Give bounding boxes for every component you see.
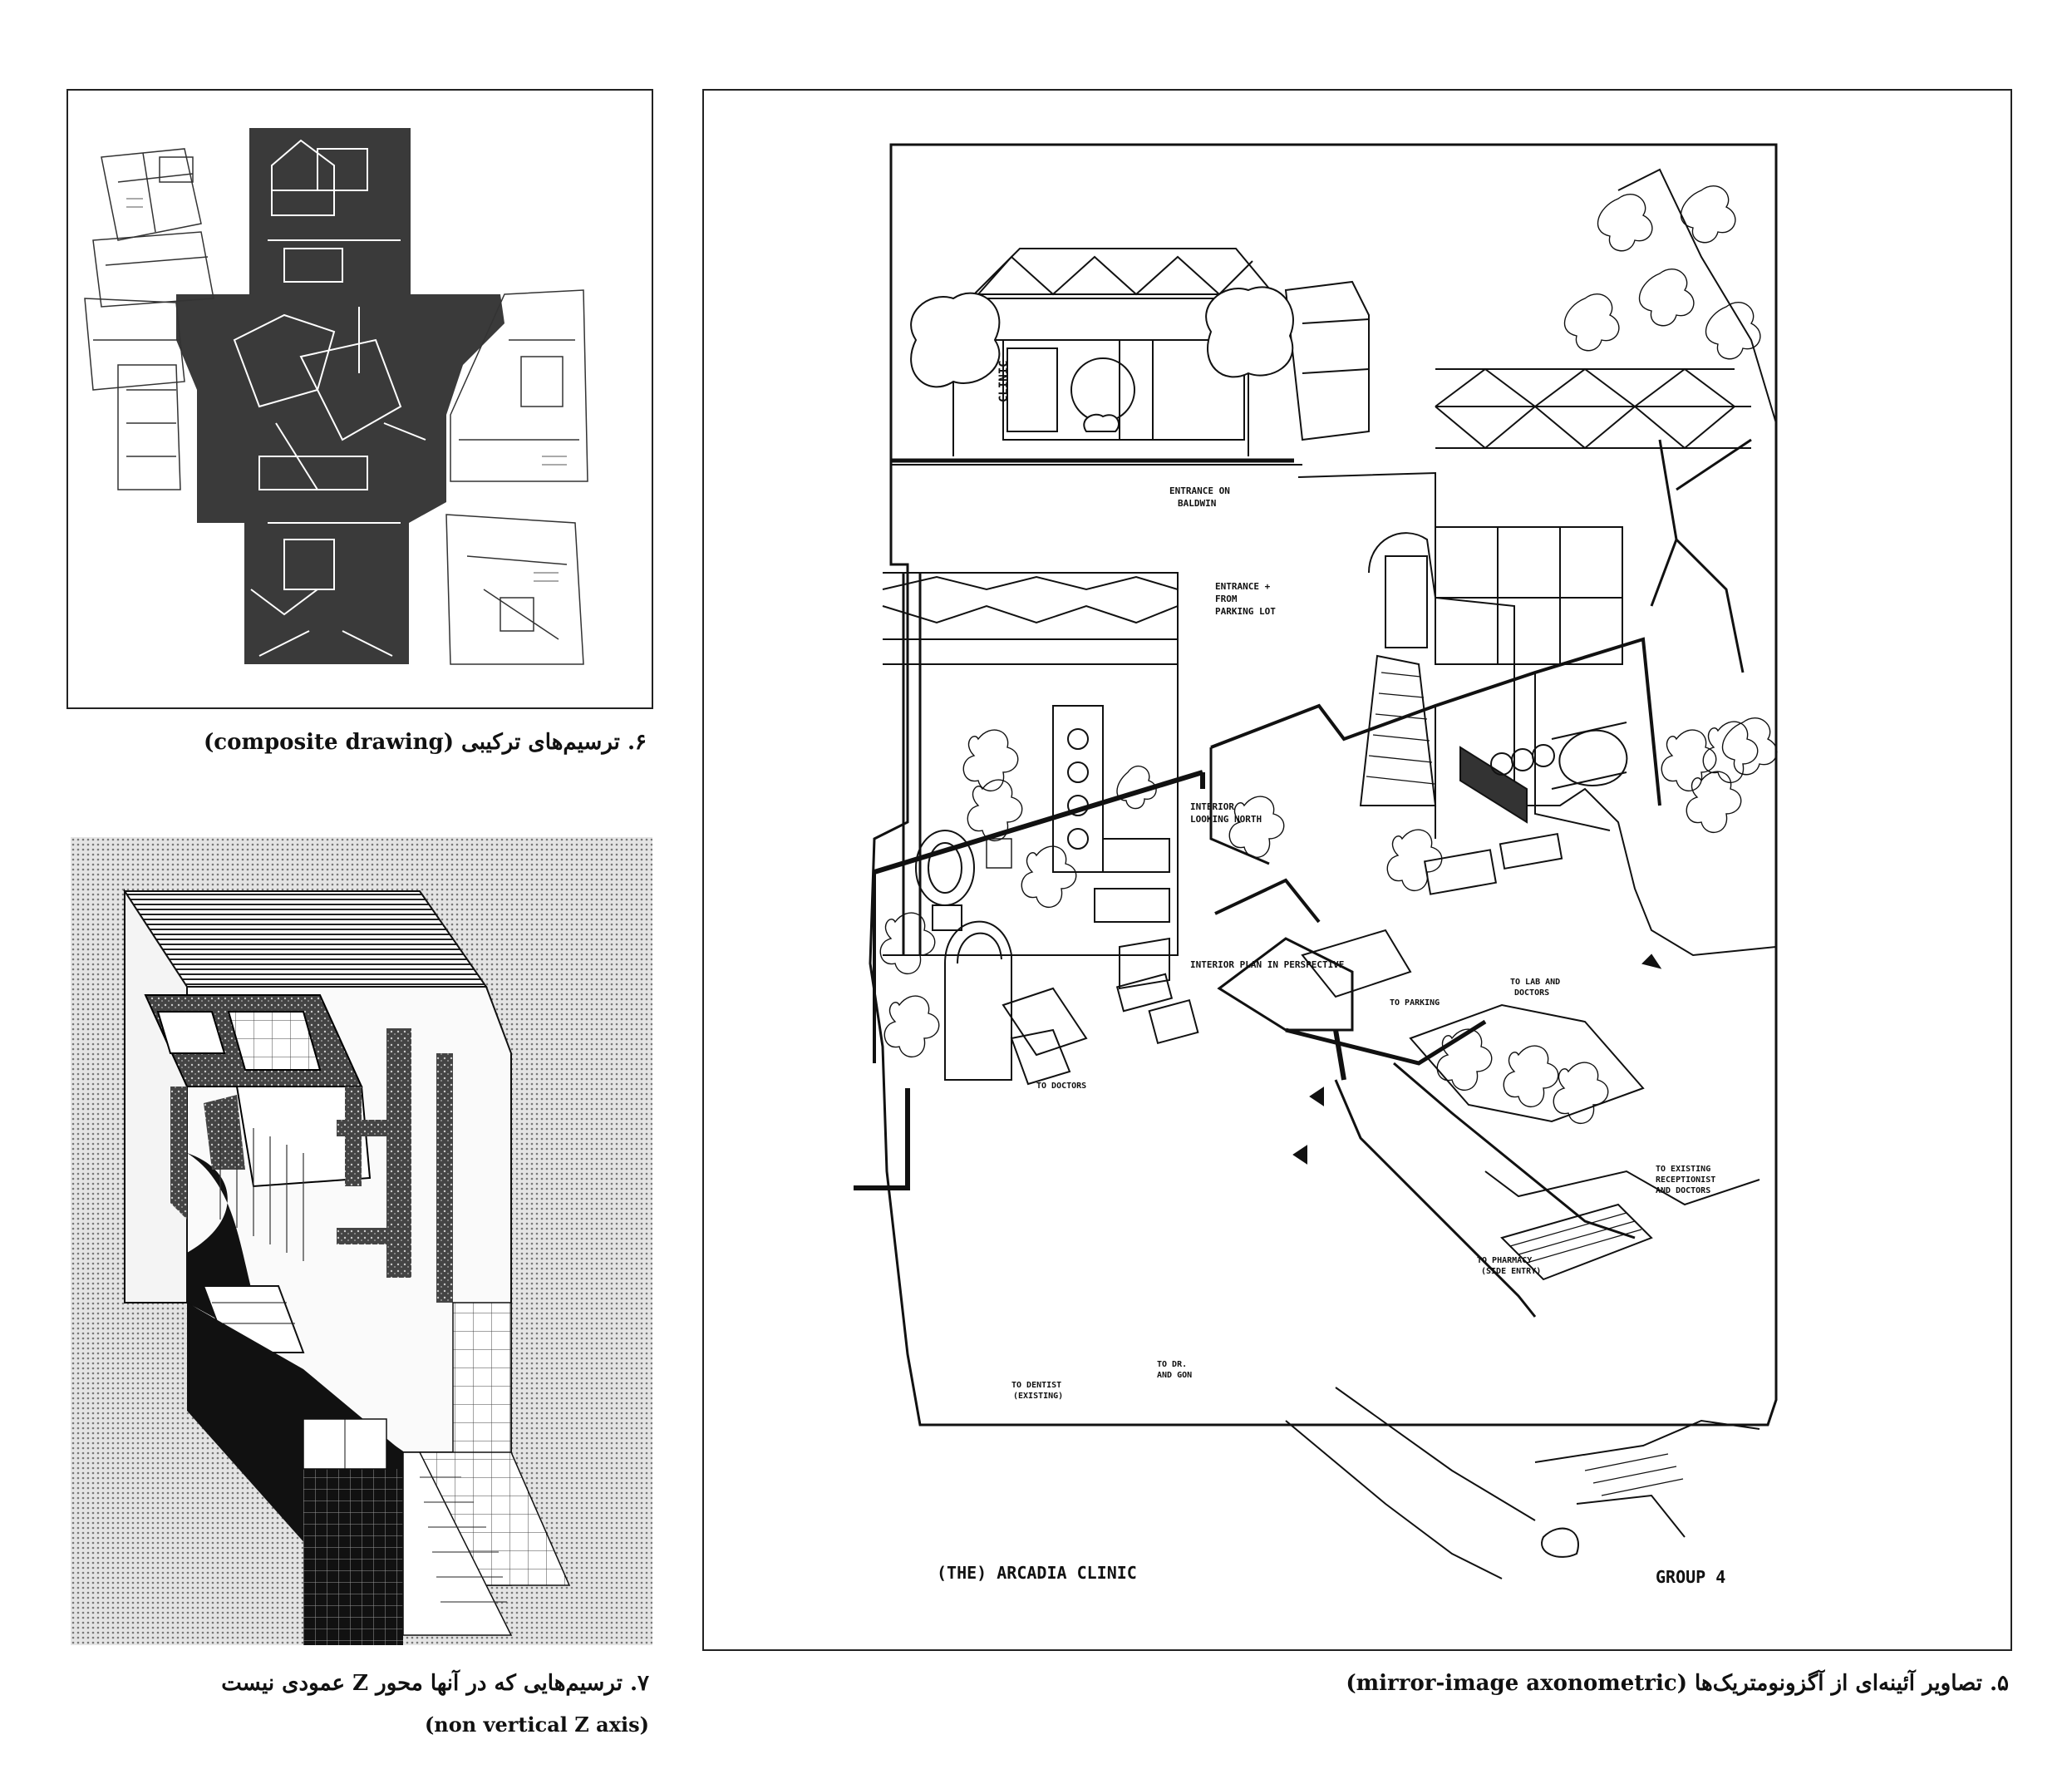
label-interior-plan: INTERIOR PLAN IN PERSPECTIVE (1190, 959, 1344, 970)
label-to-dentist-2: (EXISTING) (1013, 1392, 1063, 1401)
label-to-dentist-1: TO DENTIST (1011, 1381, 1061, 1390)
entrance-parking-drawing (1297, 168, 1777, 957)
non-vertical-z-illustration (71, 837, 652, 1645)
svg-text:CLINIC: CLINIC (997, 360, 1011, 402)
composite-drawing-illustration (84, 128, 588, 665)
entrance-elevation-drawing (891, 248, 1370, 466)
label-to-existing-3: AND DOCTORS (1656, 1186, 1710, 1195)
label-interior-north-2: LOOKING NORTH (1190, 814, 1262, 825)
label-to-pharmacy-1: TO PHARMACY (1477, 1256, 1532, 1265)
group-label: GROUP 4 (1656, 1567, 1725, 1587)
figure-5-mirror-axonometric: CLINIC ENTRANCE ON BALDWIN (702, 89, 2012, 1651)
figure-6-composite-drawing (66, 89, 653, 709)
axonometric-plan-drawing (854, 637, 1760, 1318)
arcadia-clinic-sheet: CLINIC ENTRANCE ON BALDWIN (854, 143, 1778, 1587)
label-to-lab-1: TO LAB AND (1510, 978, 1560, 987)
label-entrance-baldwin-1: ENTRANCE ON (1169, 485, 1230, 496)
label-to-dr-2: AND GON (1157, 1371, 1192, 1380)
figure-5-caption: ۵. تصاویر آئینه‌ای از آگزونومتریک‌ها (mi… (1346, 1671, 2009, 1696)
figure-7-caption-english: (non vertical Z axis) (424, 1712, 649, 1737)
label-to-existing-2: RECEPTIONIST (1656, 1175, 1715, 1185)
label-entrance-baldwin-2: BALDWIN (1178, 498, 1216, 509)
label-to-dr-1: TO DR. (1157, 1360, 1187, 1369)
label-entrance-parking-1: ENTRANCE + (1215, 581, 1271, 592)
label-to-parking: TO PARKING (1390, 998, 1440, 1008)
figure-7-non-vertical-z (71, 837, 652, 1645)
label-interior-north-1: INTERIOR (1190, 801, 1234, 812)
interior-north-drawing (882, 572, 1179, 990)
label-to-doctors: TO DOCTORS (1036, 1082, 1086, 1091)
figure-7-caption: ۷. ترسیم‌هایی که در آنها محور Z عمودی نی… (221, 1671, 649, 1696)
sheet-title: (THE) ARCADIA CLINIC (937, 1563, 1137, 1583)
label-to-pharmacy-2: (SIDE ENTRY) (1481, 1267, 1541, 1276)
label-to-lab-2: DOCTORS (1514, 988, 1549, 998)
label-entrance-parking-2: FROM (1215, 594, 1238, 604)
label-entrance-parking-3: PARKING LOT (1215, 606, 1276, 617)
label-to-existing-1: TO EXISTING (1656, 1165, 1710, 1174)
figure-6-caption: ۶. ترسیم‌های ترکیبی (composite drawing) (203, 730, 647, 755)
